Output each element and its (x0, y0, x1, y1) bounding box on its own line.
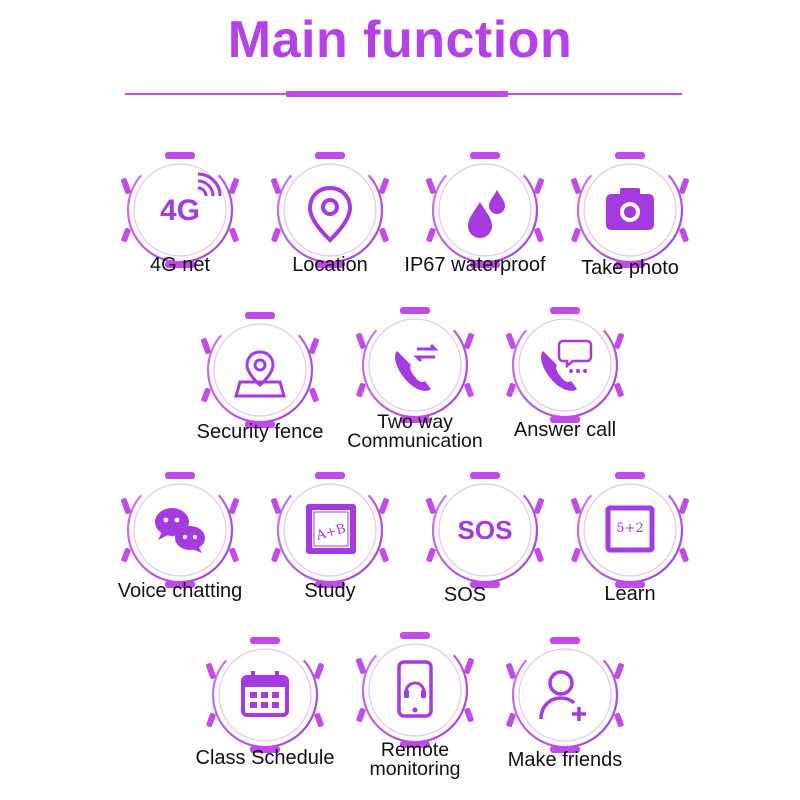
feature-label: Make friends (507, 749, 623, 771)
feature-label: Answer call (513, 419, 617, 441)
feature-label: Voice chatting (117, 580, 243, 602)
feature-label-line1: Remote (380, 739, 450, 761)
feature-label: Class Schedule (195, 747, 335, 769)
page-title: Main function (227, 11, 573, 69)
svg-text:SOS: SOS (458, 515, 513, 545)
feature-voice-chatting: Voice chatting (118, 470, 242, 620)
badge-ring (505, 305, 625, 425)
feature-remote-monitoring: Remote monitoring (355, 630, 475, 780)
feature-label: Study (304, 580, 356, 602)
badge-ring (425, 470, 545, 590)
feature-location: Location (270, 150, 390, 300)
feature-security-fence: Security fence (197, 310, 323, 460)
feature-take-photo: Take photo (570, 150, 690, 300)
svg-text:5+2: 5+2 (616, 521, 643, 536)
add-user-icon (505, 635, 625, 760)
badge-ring (355, 305, 475, 425)
4g-signal-icon: 4G (120, 150, 240, 275)
feature-label: IP67 waterproof (404, 254, 546, 276)
feature-label: 4G net (149, 254, 211, 276)
badge-ring (355, 630, 475, 750)
feature-label-line2: Communication (347, 430, 483, 452)
feature-label: Take photo (581, 257, 679, 279)
feature-study: A+B Study (270, 470, 390, 620)
feature-two-way-communication: Two way Communication (347, 305, 483, 455)
water-drops-icon (425, 150, 545, 275)
feature-label: Two way Communication (305, 411, 525, 452)
chat-bubbles-icon (120, 470, 240, 595)
feature-label: Location (292, 254, 368, 276)
feature-waterproof: IP67 waterproof (404, 150, 546, 300)
badge-ring (570, 470, 690, 590)
phone-arrows-icon (355, 305, 475, 430)
feature-label: Remote monitoring (315, 739, 515, 780)
svg-text:4G: 4G (160, 194, 200, 227)
feature-make-friends: Make friends (505, 635, 625, 785)
feature-answer-call: Answer call (505, 305, 625, 455)
feature-label-line1: Two way (377, 411, 453, 433)
book-icon: A+B (270, 470, 390, 595)
sos-icon: SOS (425, 470, 545, 595)
feature-label: SOS (443, 584, 487, 606)
camera-icon (570, 150, 690, 275)
badge-ring (270, 150, 390, 270)
feature-class-schedule: Class Schedule (196, 635, 334, 785)
map-pin-icon (200, 310, 320, 435)
feature-sos: SOS SOS (425, 470, 545, 620)
chalkboard-icon: 5+2 (570, 470, 690, 595)
feature-4g-net: 4G 4G net (120, 150, 240, 300)
feature-label-line2: monitoring (369, 758, 461, 780)
feature-label: Security fence (196, 421, 324, 443)
title-divider-accent (286, 91, 508, 97)
location-pin-icon (270, 150, 390, 275)
feature-learn: 5+2 Learn (570, 470, 690, 620)
feature-label: Learn (604, 583, 656, 605)
calendar-icon (205, 635, 325, 760)
phone-headset-icon (355, 630, 475, 755)
phone-chat-icon (505, 305, 625, 430)
